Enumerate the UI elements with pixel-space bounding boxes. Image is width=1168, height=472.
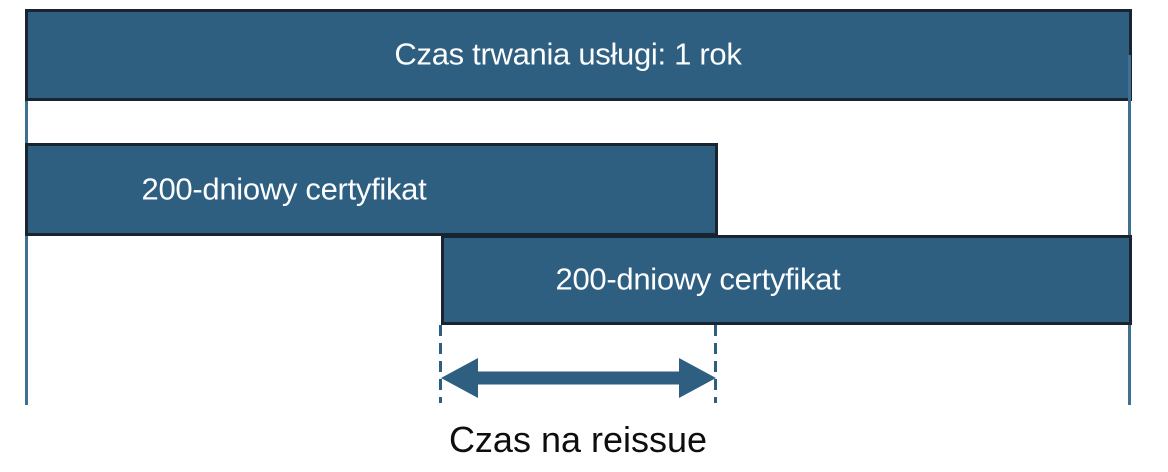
- reissue-window-end-dashed-line: [714, 325, 717, 403]
- certificate-2-bar: 200-dniowy certyfikat: [441, 235, 1132, 325]
- reissue-window-start-dashed-line: [439, 325, 442, 403]
- timeline-end-line: [1128, 55, 1131, 405]
- double-arrow-icon: [441, 358, 716, 398]
- service-duration-bar: Czas trwania usługi: 1 rok: [25, 9, 1132, 101]
- service-duration-label: Czas trwania usługi: 1 rok: [394, 36, 742, 72]
- certificate-2-label: 200-dniowy certyfikat: [555, 261, 841, 297]
- certificate-1-label: 200-dniowy certyfikat: [141, 170, 427, 206]
- reissue-caption: Czas na reissue: [448, 419, 708, 460]
- certificate-1-bar: 200-dniowy certyfikat: [25, 143, 718, 236]
